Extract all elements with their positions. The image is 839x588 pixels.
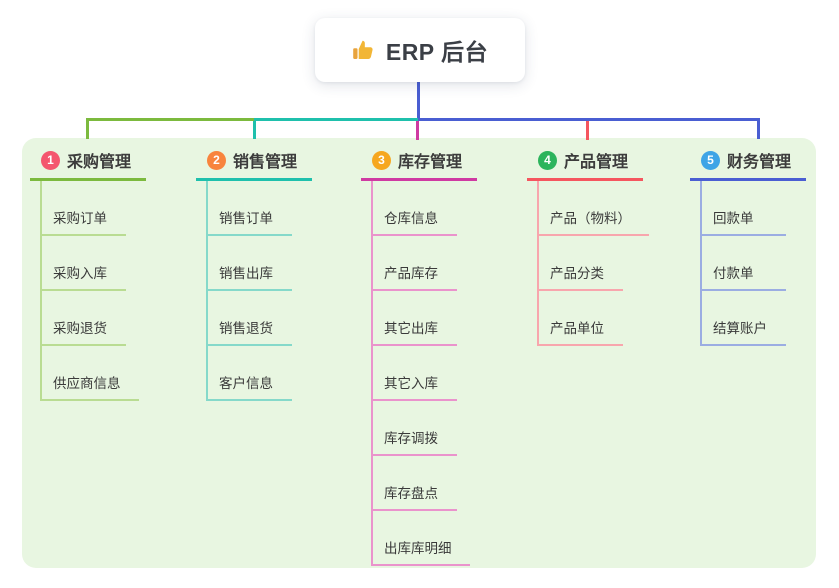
- drop-branch-1: [86, 118, 89, 139]
- child-label: 产品分类: [550, 266, 604, 281]
- branch-label: 销售管理: [233, 154, 298, 171]
- child-node[interactable]: 销售退货: [206, 291, 292, 346]
- bus-segment-teal: [254, 118, 420, 121]
- child-label: 采购退货: [53, 321, 107, 336]
- child-label: 结算账户: [713, 321, 767, 336]
- child-label: 库存盘点: [384, 486, 438, 501]
- child-label: 销售出库: [219, 266, 273, 281]
- child-label: 产品单位: [550, 321, 604, 336]
- branch-children: 销售订单销售出库销售退货客户信息: [206, 181, 312, 401]
- child-node[interactable]: 采购退货: [40, 291, 126, 346]
- child-label: 产品（物料）: [550, 211, 631, 226]
- bus-segment-green: [86, 118, 256, 121]
- child-node[interactable]: 产品（物料）: [537, 181, 649, 236]
- branch-children: 回款单付款单结算账户: [700, 181, 806, 346]
- child-label: 销售退货: [219, 321, 273, 336]
- child-node[interactable]: 仓库信息: [371, 181, 457, 236]
- child-node[interactable]: 产品库存: [371, 236, 457, 291]
- branch-title-5[interactable]: 5 财务管理: [690, 146, 806, 181]
- branch-1: 1 采购管理采购订单采购入库采购退货供应商信息: [30, 146, 146, 401]
- child-node[interactable]: 库存调拨: [371, 401, 457, 456]
- child-node[interactable]: 其它入库: [371, 346, 457, 401]
- child-label: 仓库信息: [384, 211, 438, 226]
- branch-4: 4 产品管理产品（物料） 产品分类产品单位: [527, 146, 649, 346]
- branch-number-badge: 2: [207, 150, 226, 170]
- branch-children: 仓库信息产品库存其它出库其它入库库存调拨库存盘点出库库明细: [371, 181, 477, 566]
- branch-label: 采购管理: [67, 154, 132, 171]
- branch-number-badge: 1: [41, 150, 60, 170]
- child-node[interactable]: 出库库明细: [371, 511, 470, 566]
- branch-number-badge: 5: [701, 150, 720, 170]
- branch-title-2[interactable]: 2 销售管理: [196, 146, 312, 181]
- child-node[interactable]: 产品分类: [537, 236, 623, 291]
- child-label: 其它入库: [384, 376, 438, 391]
- bus-segment-blue: [418, 118, 760, 121]
- child-node[interactable]: 客户信息: [206, 346, 292, 401]
- drop-branch-2: [253, 121, 256, 139]
- root-label: ERP 后台: [385, 39, 489, 65]
- thumbs-up-icon: [352, 38, 376, 62]
- drop-branch-5: [757, 118, 760, 139]
- child-label: 付款单: [713, 266, 754, 281]
- child-label: 出库库明细: [384, 541, 452, 556]
- child-node[interactable]: 回款单: [700, 181, 786, 236]
- branch-title-1[interactable]: 1 采购管理: [30, 146, 146, 181]
- child-node[interactable]: 采购入库: [40, 236, 126, 291]
- child-node[interactable]: 其它出库: [371, 291, 457, 346]
- child-label: 库存调拨: [384, 431, 438, 446]
- branch-label: 库存管理: [398, 154, 463, 171]
- child-node[interactable]: 付款单: [700, 236, 786, 291]
- root-stem: [417, 80, 420, 121]
- branch-children: 采购订单采购入库采购退货供应商信息: [40, 181, 146, 401]
- branch-5: 5 财务管理回款单付款单结算账户: [690, 146, 806, 346]
- child-label: 采购订单: [53, 211, 107, 226]
- child-label: 供应商信息: [53, 376, 121, 391]
- branch-2: 2 销售管理销售订单销售出库销售退货客户信息: [196, 146, 312, 401]
- child-node[interactable]: 结算账户: [700, 291, 786, 346]
- child-label: 其它出库: [384, 321, 438, 336]
- child-node[interactable]: 销售订单: [206, 181, 292, 236]
- branch-3: 3 库存管理仓库信息产品库存其它出库其它入库库存调拨库存盘点出库库明细: [361, 146, 477, 566]
- branch-label: 财务管理: [727, 154, 792, 171]
- branch-number-badge: 4: [538, 150, 557, 170]
- drop-branch-3: [416, 121, 419, 140]
- child-label: 回款单: [713, 211, 754, 226]
- child-node[interactable]: 供应商信息: [40, 346, 139, 401]
- branch-label: 产品管理: [564, 154, 629, 171]
- child-label: 采购入库: [53, 266, 107, 281]
- child-node[interactable]: 产品单位: [537, 291, 623, 346]
- child-node[interactable]: 销售出库: [206, 236, 292, 291]
- child-node[interactable]: 库存盘点: [371, 456, 457, 511]
- branch-children: 产品（物料） 产品分类产品单位: [537, 181, 649, 346]
- child-label: 产品库存: [384, 266, 438, 281]
- branch-title-4[interactable]: 4 产品管理: [527, 146, 643, 181]
- root-node[interactable]: ERP 后台: [315, 18, 525, 82]
- child-label: 客户信息: [219, 376, 273, 391]
- branch-title-3[interactable]: 3 库存管理: [361, 146, 477, 181]
- child-label: 销售订单: [219, 211, 273, 226]
- drop-branch-4: [586, 121, 589, 140]
- branch-number-badge: 3: [372, 150, 391, 170]
- child-node[interactable]: 采购订单: [40, 181, 126, 236]
- branches-panel: [22, 138, 816, 568]
